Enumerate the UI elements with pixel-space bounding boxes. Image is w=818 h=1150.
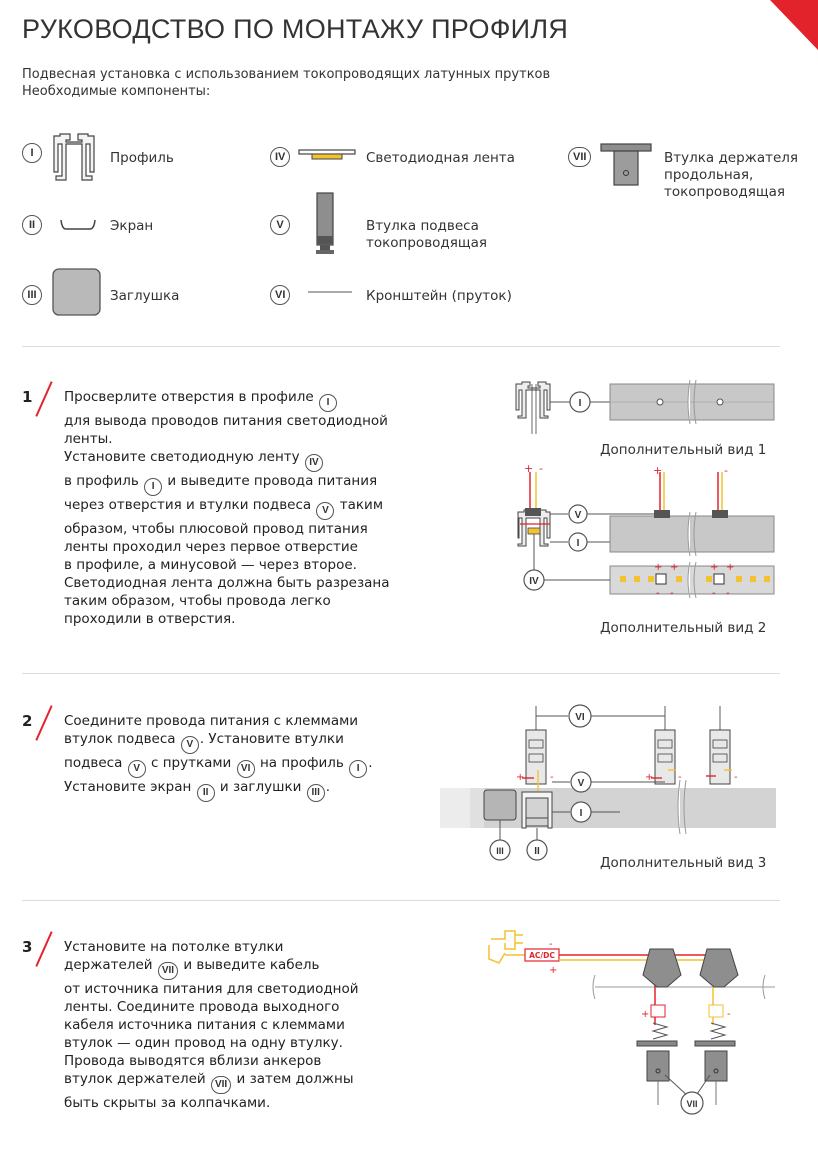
step-3-text: Установите на потолке втулки держателей … xyxy=(64,939,359,1111)
view-label: Дополнительный вид 2 xyxy=(600,620,767,636)
step-2-text: Соедините провода питания с клеммами вту… xyxy=(64,712,372,802)
component-screen: II xyxy=(22,215,42,235)
svg-text:II: II xyxy=(534,846,540,857)
page-title: РУКОВОДСТВО ПО МОНТАЖУ ПРОФИЛЯ xyxy=(22,14,569,44)
component-label: Кронштейн (пруток) xyxy=(366,288,512,304)
svg-text:+: + xyxy=(524,462,533,475)
separator xyxy=(22,346,780,347)
view-label: Дополнительный вид 3 xyxy=(600,855,767,871)
svg-text:I: I xyxy=(580,808,583,819)
screen-icon xyxy=(60,219,96,230)
svg-text:-: - xyxy=(724,464,728,477)
svg-text:I: I xyxy=(579,398,582,409)
led-strip-icon xyxy=(298,149,356,160)
component-bracket-rod: VI xyxy=(270,285,291,305)
step-3-diagram: AC/DC - + + - VII xyxy=(488,930,775,1115)
svg-text:VI: VI xyxy=(575,712,585,723)
step-number: 1 xyxy=(22,388,33,406)
svg-text:+: + xyxy=(710,562,718,573)
svg-text:-: - xyxy=(539,462,543,475)
separator xyxy=(22,673,780,674)
component-label: Втулка держателя продольная, токопроводя… xyxy=(664,150,799,200)
svg-text:-: - xyxy=(726,588,730,599)
roman-numeral: I xyxy=(22,143,42,163)
step-1-view-2-diagram: + - V I + - + + + + - - - - IV xyxy=(517,462,775,599)
svg-text:+: + xyxy=(645,772,653,783)
step-1-text: Просверлите отверстия в профиле I для вы… xyxy=(64,389,390,627)
roman-numeral: III xyxy=(22,285,42,305)
step-1-view-1-diagram: I xyxy=(515,379,775,434)
step-slash xyxy=(35,705,53,741)
svg-text:-: - xyxy=(550,772,554,783)
intro-subtitle: Подвесная установка с использованием ток… xyxy=(22,67,551,82)
step-2-view-3-diagram: VI + - + - - V I III II xyxy=(440,704,776,861)
step-slash xyxy=(35,931,53,967)
roman-numeral: IV xyxy=(270,147,291,167)
svg-text:III: III xyxy=(496,846,504,856)
psu-label: AC/DC xyxy=(529,951,555,960)
holder-sleeve-icon xyxy=(600,143,652,186)
separator xyxy=(22,900,780,901)
cap-icon xyxy=(52,268,101,316)
svg-text:+: + xyxy=(641,1009,649,1020)
component-label: Втулка подвеса токопроводящая xyxy=(366,218,487,251)
intro: Подвесная установка с использованием ток… xyxy=(22,66,550,100)
corner-accent xyxy=(770,0,818,50)
svg-text:-: - xyxy=(734,772,738,783)
component-suspension-sleeve: V xyxy=(270,215,290,235)
svg-text:-: - xyxy=(670,588,674,599)
roman-numeral: VI xyxy=(270,285,291,305)
svg-text:+: + xyxy=(726,562,734,573)
svg-text:+: + xyxy=(654,562,662,573)
svg-text:V: V xyxy=(575,510,582,521)
svg-text:V: V xyxy=(578,778,585,789)
svg-text:I: I xyxy=(577,538,580,549)
svg-text:+: + xyxy=(653,464,662,477)
roman-numeral: V xyxy=(270,215,290,235)
roman-numeral: VII xyxy=(568,147,592,167)
svg-text:-: - xyxy=(549,939,553,950)
svg-text:-: - xyxy=(712,588,716,599)
component-label: Заглушка xyxy=(110,288,180,304)
svg-text:+: + xyxy=(549,965,557,976)
component-label: Профиль xyxy=(110,150,174,166)
svg-text:VII: VII xyxy=(686,1099,697,1109)
svg-text:-: - xyxy=(656,588,660,599)
component-led-strip: IV xyxy=(270,147,291,167)
svg-text:+: + xyxy=(670,562,678,573)
svg-text:IV: IV xyxy=(529,576,539,587)
step-number: 3 xyxy=(22,938,33,956)
step-number: 2 xyxy=(22,712,33,730)
component-label: Светодиодная лента xyxy=(366,150,515,166)
component-profile: I xyxy=(22,143,42,163)
profile-icon xyxy=(53,133,95,181)
svg-text:+: + xyxy=(516,772,524,783)
rod-icon xyxy=(308,291,352,293)
roman-numeral: II xyxy=(22,215,42,235)
component-label: Экран xyxy=(110,218,154,234)
suspension-sleeve-icon xyxy=(316,192,334,254)
component-holder-sleeve: VII xyxy=(568,147,592,167)
step-slash xyxy=(35,381,53,417)
svg-text:-: - xyxy=(727,1009,731,1020)
component-cap: III xyxy=(22,285,42,305)
view-label: Дополнительный вид 1 xyxy=(600,442,767,458)
svg-text:-: - xyxy=(678,772,682,783)
intro-components-heading: Необходимые компоненты: xyxy=(22,84,211,99)
